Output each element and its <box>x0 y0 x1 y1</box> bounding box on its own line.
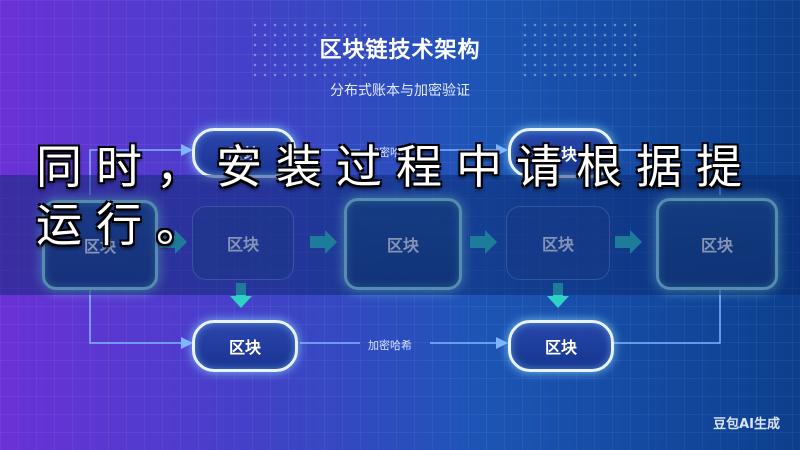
decor-dots-right <box>520 20 640 80</box>
diagram-title: 区块链技术架构 <box>319 38 481 63</box>
bottom-connector <box>89 290 193 349</box>
block-node-top-left: 区块 <box>192 128 296 178</box>
down-arrow-left <box>230 283 252 308</box>
block-node-bottom-right: 区块 <box>508 320 614 372</box>
decor-dots-left <box>250 20 370 80</box>
ai-watermark: 豆包AI生成 <box>713 417 780 432</box>
caption-band <box>0 175 800 295</box>
block-node-bottom-left: 区块 <box>192 320 298 372</box>
edge-label-bottom: 加密哈希 <box>368 339 412 352</box>
diagram-subtitle: 分布式账本与加密验证 <box>330 83 470 99</box>
bottom-right-connector <box>610 290 721 344</box>
block-node-top-right: 区块 <box>508 128 614 178</box>
overlay-caption: 同时，安装过程中请根据提运行。 <box>36 140 756 252</box>
edge-label-top: 加密哈希 <box>368 146 412 159</box>
down-arrow-right <box>547 283 569 308</box>
